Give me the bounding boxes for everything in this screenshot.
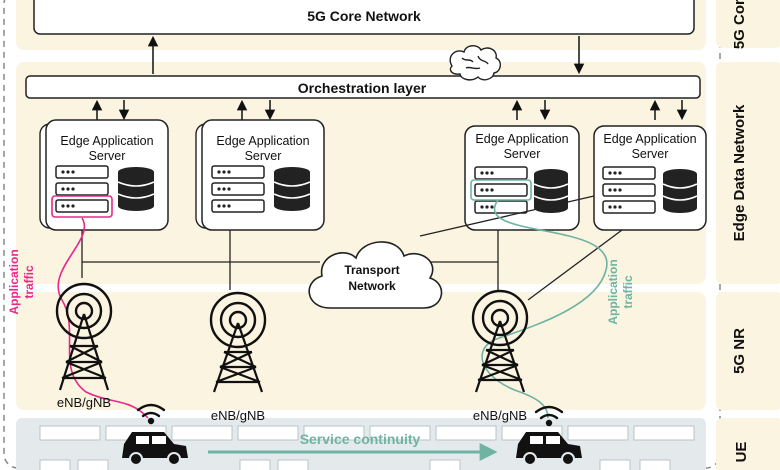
cell-tower-icon-1 xyxy=(55,282,113,391)
app-traffic-left-line1: Application xyxy=(7,249,21,314)
core-tab xyxy=(716,0,780,48)
edge-server-1: Edge Application Server xyxy=(45,119,169,231)
base-station-label-3: eNB/gNB xyxy=(473,408,527,423)
magenta-traffic-path xyxy=(57,217,149,419)
nr-layer-label: 5G NR xyxy=(731,328,748,374)
app-traffic-right-line2: traffic xyxy=(621,275,635,309)
orch-server-arrows xyxy=(91,99,688,121)
base-station-label-2: eNB/gNB xyxy=(211,408,265,423)
server-3-title-line2: Server xyxy=(504,147,541,161)
wifi-icon-1 xyxy=(136,403,166,425)
ue-layer-label: UE xyxy=(733,442,750,463)
edge-server-2: Edge Application Server xyxy=(201,119,325,231)
database-icon xyxy=(663,169,697,213)
app-traffic-left-line2: traffic xyxy=(22,265,36,299)
database-icon xyxy=(534,169,568,213)
server-rack-icon xyxy=(474,166,528,214)
car-icon-2 xyxy=(516,432,582,466)
server-4-title-line2: Server xyxy=(632,147,669,161)
edge-server-3: Edge Application Server xyxy=(464,125,580,231)
outer-dashed-boundary xyxy=(3,0,721,469)
brain-icon xyxy=(449,45,501,81)
transport-label-line1: Transport xyxy=(344,263,399,277)
server-rack-icon xyxy=(602,166,656,214)
magenta-highlight xyxy=(51,195,113,218)
wifi-icon-2 xyxy=(534,405,564,427)
orchestration-label: Orchestration layer xyxy=(298,80,427,96)
cell-tower-icon-3 xyxy=(471,289,529,393)
server-2-title-line2: Server xyxy=(245,149,282,163)
nr-tab xyxy=(716,292,780,410)
service-continuity-label: Service continuity xyxy=(300,431,421,447)
database-icon xyxy=(118,167,154,211)
edge-layer-label: Edge Data Network xyxy=(731,104,748,241)
server-4-title-line1: Edge Application xyxy=(603,132,696,146)
core-network-box xyxy=(33,0,695,35)
server-1-title-line2: Server xyxy=(89,149,126,163)
transport-label-line2: Network xyxy=(348,279,396,293)
teal-highlight xyxy=(470,179,532,201)
base-station-label-1: eNB/gNB xyxy=(57,395,111,410)
server-1-title-line1: Edge Application xyxy=(60,134,153,148)
car-icon-1 xyxy=(122,432,188,466)
server-2-title-line1: Edge Application xyxy=(216,134,309,148)
teal-traffic-path xyxy=(481,199,608,419)
transport-cloud-icon xyxy=(308,241,443,309)
orchestration-box xyxy=(25,75,701,99)
cell-tower-icon-2 xyxy=(209,291,267,393)
edge-server-4: Edge Application Server xyxy=(593,125,707,231)
core-layer-label: 5G Core xyxy=(731,0,748,49)
app-traffic-right-line1: Application xyxy=(606,259,620,324)
server-rack-icon xyxy=(211,165,265,213)
nr-band xyxy=(16,292,706,410)
server-3-title-line1: Edge Application xyxy=(475,132,568,146)
database-icon xyxy=(274,167,310,211)
transport-links xyxy=(81,195,623,301)
edge-tab xyxy=(716,62,780,284)
core-network-label: 5G Core Network xyxy=(307,8,421,24)
ue-tab xyxy=(716,418,780,470)
server-rack-icon xyxy=(55,165,109,213)
